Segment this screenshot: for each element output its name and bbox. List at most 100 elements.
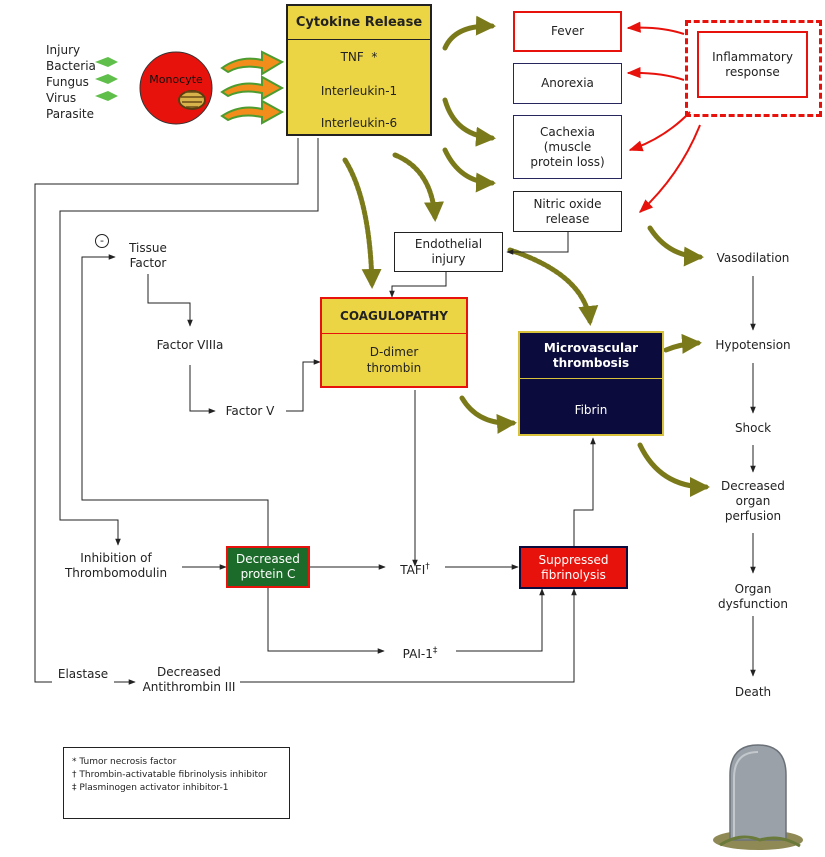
cachexia-line-1: Cachexia	[540, 124, 595, 139]
fever-box: Fever	[513, 11, 622, 52]
cause-bacteria: Bacteria	[46, 59, 96, 73]
antithrombin-label: Decreased Antithrombin III	[130, 665, 248, 695]
microvascular-title-line-2: thrombosis	[552, 356, 630, 370]
tissue-factor-label: Tissue Factor	[115, 241, 181, 271]
monocyte-cell	[139, 51, 213, 125]
monocyte-arrows	[220, 50, 285, 125]
cytokine-tnf: TNF *	[340, 50, 378, 64]
organ-dysfunction-label: Organ dysfunction	[703, 582, 803, 612]
arrow-micro-to-organ-perfusion	[637, 442, 710, 497]
inflammatory-line-1: Inflammatory	[712, 49, 793, 64]
red-arrow-nitric	[638, 124, 701, 213]
endothelial-line-1: Endothelial	[414, 237, 483, 251]
pai-mark: ‡	[432, 646, 438, 656]
olive-arrows	[342, 15, 710, 497]
anorexia-box: Anorexia	[513, 63, 622, 104]
cause-fungus: Fungus	[46, 75, 89, 89]
tissue-to-viiia	[147, 274, 193, 327]
cause-injury: Injury	[46, 43, 81, 57]
legend-pai: ‡ Plasminogen activator inhibitor-1	[72, 783, 229, 793]
elastase-label: Elastase	[57, 667, 109, 681]
arrow-to-coagulopathy	[342, 157, 382, 289]
viiia-to-factorv	[189, 365, 216, 414]
arrow-to-nitric-oxide	[442, 147, 496, 193]
arrow-to-fever	[442, 15, 496, 51]
microvascular-fibrin: Fibrin	[574, 403, 608, 417]
inflammatory-response-frame	[685, 20, 822, 117]
decreased-protein-c-box: Decreased protein C	[226, 546, 310, 588]
protein-c-line-2: protein C	[240, 567, 296, 581]
antithrombin-to-suppressed	[240, 588, 577, 683]
hypotension-label: Hypotension	[715, 338, 791, 352]
coagulopathy-thrombin: thrombin	[366, 361, 422, 375]
endothelial-to-coagulopathy	[389, 272, 447, 298]
cytokine-to-thrombomodulin	[59, 138, 319, 546]
monocyte-label: Monocyte	[149, 73, 203, 86]
microvascular-thrombosis-box: Microvascular thrombosis Fibrin	[518, 331, 664, 436]
endothelial-injury-box: Endothelial injury	[394, 232, 503, 272]
cachexia-line-2: (muscle	[543, 139, 592, 154]
organ-perfusion-line-1: Decreased	[721, 479, 785, 493]
death-label: Death	[734, 685, 772, 699]
fever-label: Fever	[550, 24, 585, 38]
red-arrow-fever	[626, 21, 685, 35]
footnote-legend: * Tumor necrosis factor † Thrombin-activ…	[63, 747, 290, 819]
arrow-micro-to-hypotension	[663, 333, 702, 354]
tafi-mark: †	[425, 562, 430, 572]
cytokine-to-elastase	[34, 138, 299, 683]
organ-perfusion-line-2: organ	[735, 494, 771, 508]
tissue-factor-line-2: Factor	[129, 256, 167, 270]
red-arrow-anorexia	[626, 67, 685, 81]
cytokine-title: Cytokine Release	[288, 6, 430, 40]
microvascular-title-line-1: Microvascular	[543, 341, 639, 355]
proteinc-to-tissue	[81, 254, 269, 546]
arrow-to-cachexia	[442, 97, 496, 147]
causes-list: Injury Bacteria Fungus Virus Parasite	[46, 42, 96, 122]
endothelial-line-2: injury	[431, 252, 466, 266]
cause-parasite: Parasite	[46, 107, 95, 121]
cytokine-release-box: Cytokine Release TNF * Interleukin-1 Int…	[286, 4, 432, 136]
nitric-oxide-box: Nitric oxide release	[513, 191, 622, 232]
inflammatory-response-box: Inflammatory response	[697, 31, 808, 98]
tafi-label: TAFI†	[386, 560, 444, 578]
antithrombin-line-1: Decreased	[157, 665, 221, 679]
thrombomodulin-line-2: Thrombomodulin	[64, 566, 168, 580]
organ-perfusion-label: Decreased organ perfusion	[703, 479, 803, 524]
cause-virus: Virus	[46, 91, 77, 105]
coagulopathy-box: COAGULOPATHY D-dimer thrombin	[320, 297, 468, 388]
tissue-factor-line-1: Tissue	[129, 241, 167, 255]
organ-dysfunction-line-2: dysfunction	[718, 597, 788, 611]
black-connectors	[34, 138, 756, 685]
vasodilation-label: Vasodilation	[716, 251, 790, 265]
monocyte-nucleus	[178, 90, 206, 110]
pai-label: PAI-1‡	[386, 644, 454, 662]
suppressed-line-2: fibrinolysis	[541, 567, 606, 582]
factor-viiia-label: Factor VIIIa	[156, 338, 224, 352]
minus-sign-label: -	[100, 234, 104, 247]
tombstone-image	[713, 744, 803, 850]
pai-text: PAI-1	[402, 647, 433, 661]
coagulopathy-ddimer: D-dimer	[369, 345, 419, 359]
shock-label: Shock	[734, 421, 772, 435]
cause-leaf-arrows	[95, 57, 118, 101]
legend-tafi: † Thrombin-activatable fibrinolysis inhi…	[72, 770, 268, 780]
organ-perfusion-line-3: perfusion	[724, 509, 782, 523]
tafi-text: TAFI	[400, 563, 426, 577]
suppressed-to-micro	[573, 437, 596, 546]
arrow-to-microvascular	[507, 247, 599, 326]
protein-c-line-1: Decreased	[236, 552, 300, 566]
pai-to-suppressed	[456, 588, 545, 652]
anorexia-label: Anorexia	[541, 76, 594, 90]
cytokine-il6: Interleukin-6	[320, 116, 398, 130]
inflammatory-line-2: response	[725, 64, 780, 79]
arrow-nitric-to-vaso	[647, 225, 704, 267]
proteinc-to-pai	[267, 588, 385, 654]
suppressed-fibrinolysis-box: Suppressed fibrinolysis	[519, 546, 628, 589]
coagulopathy-title: COAGULOPATHY	[322, 299, 466, 334]
arrow-coag-to-micro	[459, 395, 517, 434]
cachexia-box: Cachexia (muscle protein loss)	[513, 115, 622, 179]
arrow-to-endothelial	[392, 152, 444, 222]
red-arrow-cachexia	[628, 111, 691, 152]
factor-v-label: Factor V	[225, 404, 275, 418]
antithrombin-line-2: Antithrombin III	[142, 680, 236, 694]
